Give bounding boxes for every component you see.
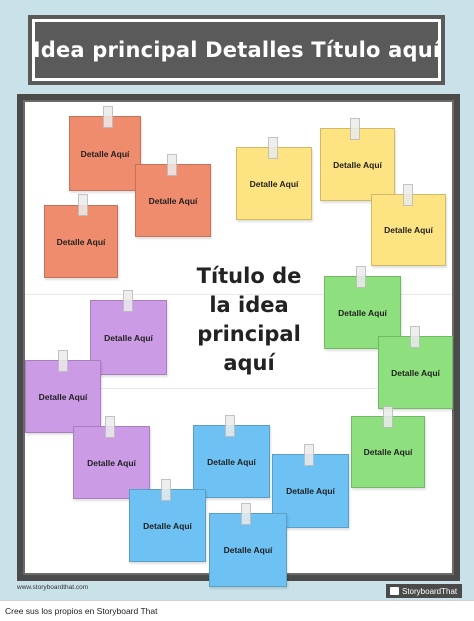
detail-note-green-2: Detalle Aquí xyxy=(378,336,453,409)
tape xyxy=(383,406,393,428)
detail-note-blue-4: Detalle Aquí xyxy=(209,513,287,587)
tape xyxy=(304,444,314,466)
detail-note-purple-3: Detalle Aquí xyxy=(73,426,150,499)
tape xyxy=(241,503,251,525)
board-frame: Título de la idea principal aquí Detalle… xyxy=(17,94,460,587)
detail-note-green-3: Detalle Aquí xyxy=(351,416,425,488)
tape xyxy=(78,194,88,216)
detail-note-blue-3: Detalle Aquí xyxy=(129,489,206,562)
tape xyxy=(167,154,177,176)
detail-note-purple-2: Detalle Aquí xyxy=(25,360,101,433)
detail-note-blue-1: Detalle Aquí xyxy=(193,425,270,498)
tape xyxy=(123,290,133,312)
detail-note-red-2: Detalle Aquí xyxy=(135,164,211,237)
create-own-link[interactable]: Cree sus los propios en Storyboard That xyxy=(5,606,158,616)
logo-icon xyxy=(390,587,399,595)
bottom-bar: Cree sus los propios en Storyboard That xyxy=(0,600,474,621)
detail-note-purple-1: Detalle Aquí xyxy=(90,300,167,375)
detail-note-yellow-3: Detalle Aquí xyxy=(371,194,446,266)
header-banner: Idea principal Detalles Título aquí xyxy=(28,15,445,85)
tape xyxy=(225,415,235,437)
tape xyxy=(105,416,115,438)
tape xyxy=(103,106,113,128)
poster: Idea principal Detalles Título aquí Títu… xyxy=(0,0,474,600)
detail-note-blue-2: Detalle Aquí xyxy=(272,454,349,528)
tape xyxy=(161,479,171,501)
detail-note-red-1: Detalle Aquí xyxy=(69,116,141,191)
tape xyxy=(268,137,278,159)
footer-url[interactable]: www.storyboardthat.com xyxy=(17,584,89,591)
tape xyxy=(403,184,413,206)
tape xyxy=(410,326,420,348)
main-idea-title: Título de la idea principal aquí xyxy=(196,264,302,375)
tape xyxy=(58,350,68,372)
storyboardthat-logo[interactable]: StoryboardThat xyxy=(386,584,462,598)
poster-title: Idea principal Detalles Título aquí xyxy=(32,38,441,62)
board: Título de la idea principal aquí Detalle… xyxy=(23,100,454,587)
tape xyxy=(350,118,360,140)
tape xyxy=(356,266,366,288)
detail-note-yellow-1: Detalle Aquí xyxy=(236,147,312,220)
